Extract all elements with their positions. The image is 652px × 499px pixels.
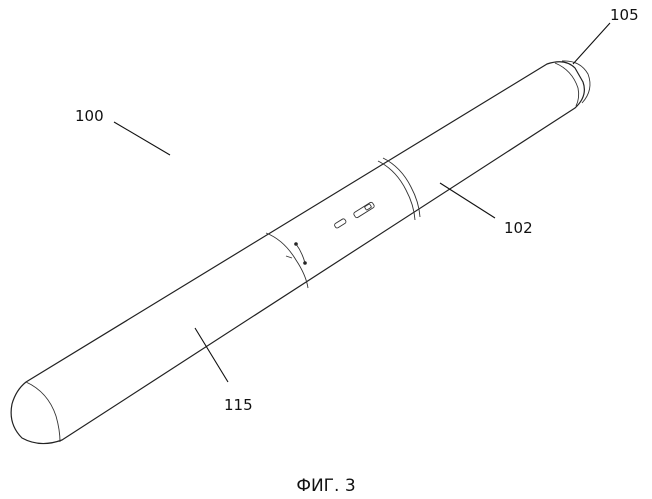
label-tip: 105 [610,6,639,24]
label-body: 102 [504,219,533,237]
leader-102 [440,183,495,218]
label-cap: 115 [224,396,253,414]
figure-caption: ФИГ. 3 [296,476,355,496]
leader-100 [114,122,170,155]
leader-105 [573,23,610,64]
label-device: 100 [75,107,104,125]
